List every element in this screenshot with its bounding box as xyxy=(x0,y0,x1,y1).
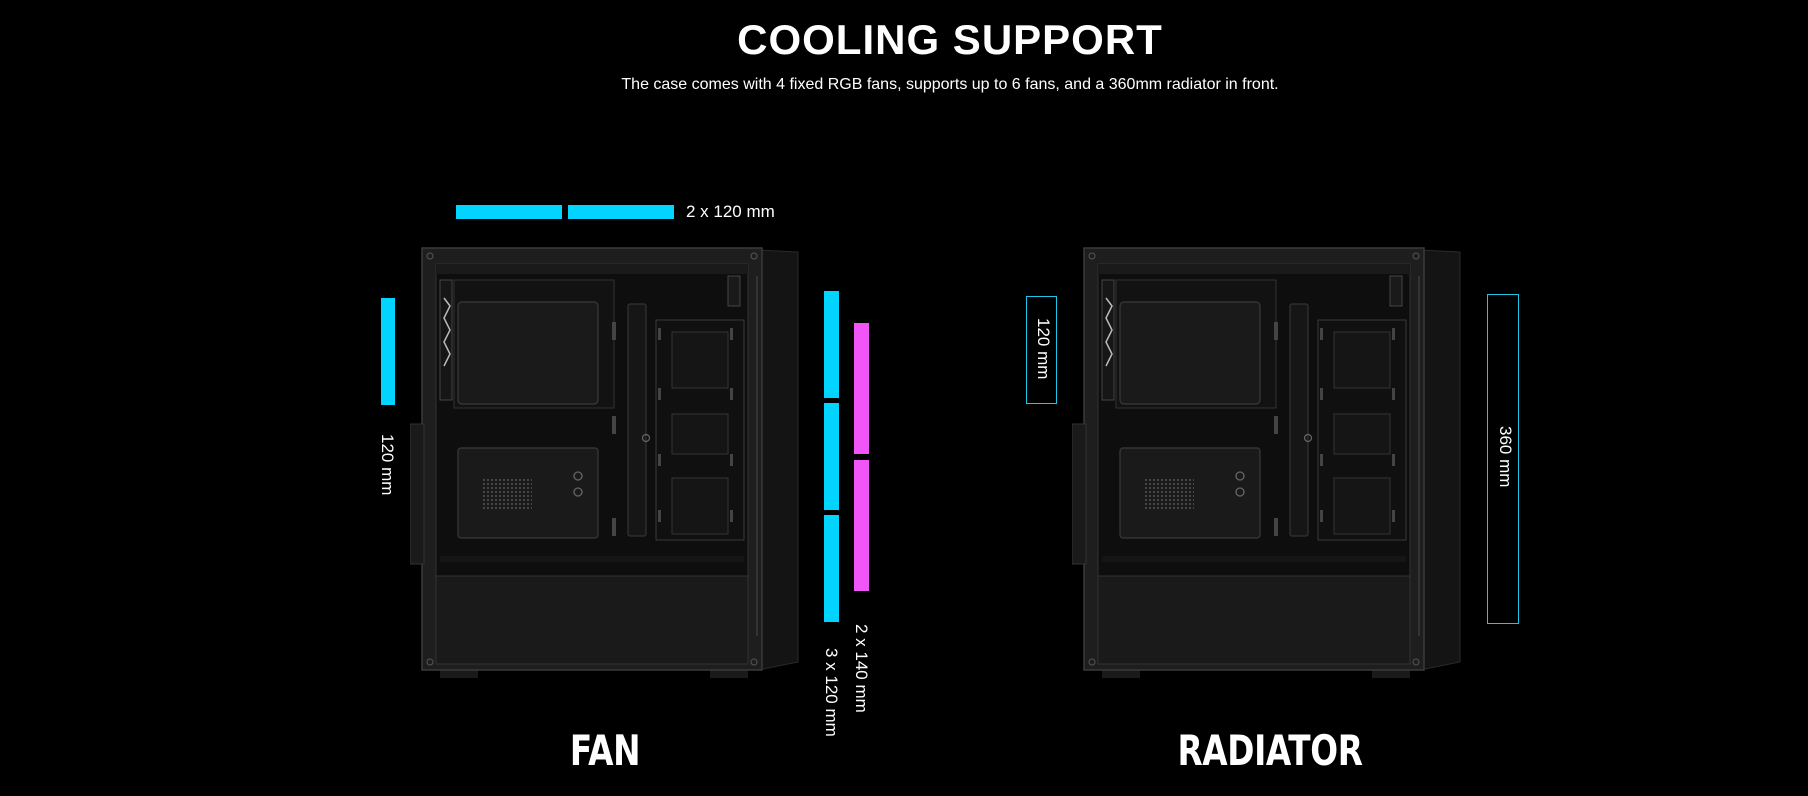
pc-case-illustration-radiator xyxy=(1072,247,1461,678)
front-fan-120-marker-1 xyxy=(824,291,839,398)
rear-fan-marker xyxy=(381,298,395,405)
top-fan-marker-1 xyxy=(456,205,562,219)
front-fan-140-marker-1 xyxy=(854,323,869,454)
rear-radiator-dimension: 120 mm xyxy=(1034,318,1053,380)
front-fan-140-marker-2 xyxy=(854,460,869,591)
pc-case-illustration-fan xyxy=(410,247,799,678)
front-fan-120-marker-3 xyxy=(824,515,839,622)
rear-radiator-marker xyxy=(1026,296,1057,404)
rear-fan-dimension: 120 mm xyxy=(378,434,397,496)
page-subtitle: The case comes with 4 fixed RGB fans, su… xyxy=(621,76,1279,93)
front-fan-120-marker-2 xyxy=(824,403,839,510)
fan-section-label: FAN xyxy=(569,726,641,775)
front-radiator-marker xyxy=(1487,294,1519,624)
page-title: COOLING SUPPORT xyxy=(737,16,1163,63)
radiator-section-label: RADIATOR xyxy=(1177,726,1363,775)
front-fan-120-dimension: 3 x 120 mm xyxy=(822,648,841,737)
front-radiator-dimension: 360 mm xyxy=(1496,426,1515,488)
top-fan-marker-2 xyxy=(568,205,674,219)
top-fan-dimension: 2 x 120 mm xyxy=(686,202,775,221)
front-fan-140-dimension: 2 x 140 mm xyxy=(852,624,871,713)
